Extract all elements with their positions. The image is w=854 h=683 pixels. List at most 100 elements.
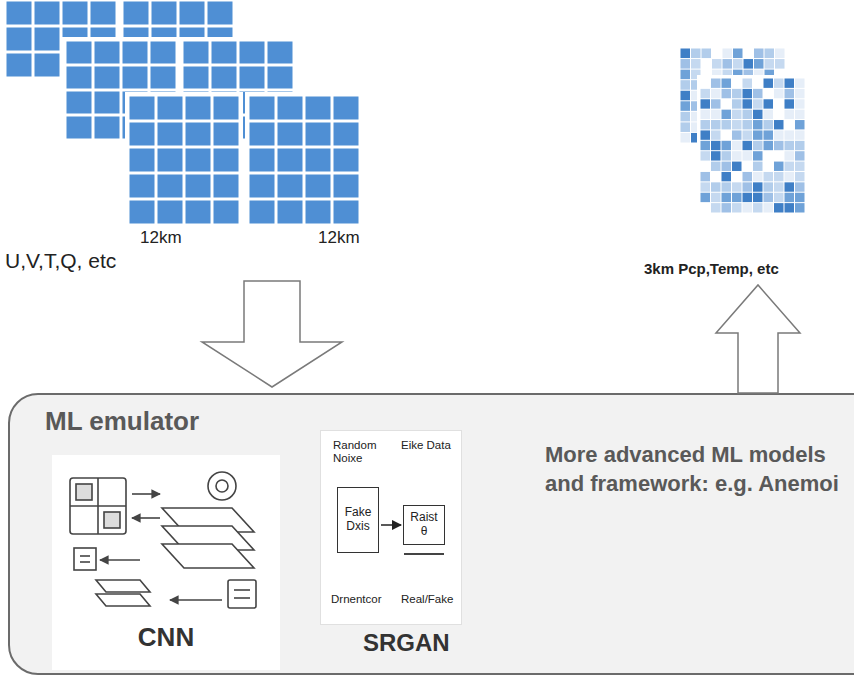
sketch-stroke (67, 42, 92, 64)
sketch-stroke (119, 0, 237, 81)
sketch-stroke (125, 92, 243, 228)
node-text: More advanced ML models and framework: e… (545, 441, 845, 498)
sketch-stroke (733, 49, 743, 59)
sketch-stroke (795, 172, 805, 181)
sketch-stroke (722, 162, 732, 171)
sketch-stroke (753, 99, 763, 108)
sketch-stroke (753, 162, 763, 171)
sketch-stroke (234, 589, 250, 591)
sketch-stroke (691, 122, 701, 132)
sketch-stroke (278, 175, 303, 198)
discriminator-bar (404, 553, 444, 555)
sketch-stroke (80, 555, 90, 557)
sketch-stroke (701, 203, 711, 212)
sketch-stroke (152, 54, 177, 77)
sketch-stroke (764, 141, 774, 150)
discriminator-box: Raist θ (403, 505, 445, 545)
sketch-stroke (743, 120, 753, 129)
sketch-stroke (785, 79, 795, 88)
sketch-stroke (701, 120, 711, 129)
sketch-stroke (158, 201, 183, 224)
sketch-stroke (212, 117, 237, 139)
sketch-stroke (753, 130, 763, 139)
sketch-stroke (208, 28, 233, 51)
sketch-stroke (7, 54, 32, 77)
sketch-stroke (691, 112, 701, 122)
sketch-stroke (132, 493, 160, 495)
sketch-stroke (67, 117, 92, 139)
sketch-stroke (278, 97, 303, 120)
sketch-stroke (701, 141, 711, 150)
sketch-stroke (123, 117, 148, 139)
sketch-stroke (711, 130, 721, 139)
sketch-stroke (268, 92, 293, 114)
sketch-stroke (754, 91, 764, 101)
sketch-stroke (795, 130, 805, 139)
sketch-stroke (158, 97, 183, 120)
sketch-stroke (123, 67, 148, 89)
sketch-stroke (774, 141, 784, 150)
sketch-stroke (744, 122, 754, 132)
sketch-stroke (123, 92, 148, 114)
node-label: 3km Pcp,Temp, etc (644, 260, 779, 277)
sketch-stroke (732, 79, 742, 88)
sketch-stroke (764, 203, 774, 212)
sketch-stroke (691, 133, 701, 143)
sketch-stroke (711, 162, 721, 171)
sketch-stroke (681, 59, 691, 69)
sketch-stroke (744, 70, 754, 80)
node-label: Fake Dxis (341, 506, 375, 534)
sketch-stroke (104, 512, 120, 528)
sketch-stroke (162, 544, 254, 568)
sketch-stroke (278, 201, 303, 224)
sketch-stroke (152, 2, 177, 25)
sketch-stroke (723, 133, 733, 143)
sketch-stroke (186, 175, 211, 198)
sketch-stroke (334, 123, 359, 146)
sketch-stroke (334, 175, 359, 198)
sketch-stroke (130, 175, 155, 198)
sketch-stroke (753, 120, 763, 129)
block-arrow (202, 281, 342, 387)
sketch-stroke (744, 133, 754, 143)
sketch-stroke (250, 97, 275, 120)
sketch-stroke (723, 70, 733, 80)
sketch-stroke (130, 149, 155, 172)
sketch-stroke (681, 49, 691, 59)
sketch-stroke (691, 70, 701, 80)
sketch-stroke (785, 182, 795, 191)
sketch-stroke (130, 97, 155, 120)
sketch-stroke (124, 2, 149, 25)
sketch-stroke (743, 99, 753, 108)
sketch-stroke (754, 112, 764, 122)
sketch-stroke (306, 201, 331, 224)
sketch-stroke (732, 130, 742, 139)
sketch-stroke (97, 478, 99, 534)
sketch-stroke (250, 201, 275, 224)
sketch-stroke (2, 0, 120, 81)
sketch-stroke (733, 101, 743, 111)
sketch-stroke (722, 120, 732, 129)
sketch-stroke (744, 49, 754, 59)
sketch-stroke (216, 480, 228, 492)
sketch-stroke (732, 203, 742, 212)
node-label: SRGAN (363, 629, 450, 657)
sketch-stroke (765, 59, 775, 69)
sketch-stroke (753, 79, 763, 88)
sketch-stroke (722, 151, 732, 160)
sketch-stroke (754, 101, 764, 111)
sketch-stroke (158, 175, 183, 198)
sketch-stroke (753, 203, 763, 212)
sketch-stroke (712, 122, 722, 132)
sketch-stroke (785, 172, 795, 181)
sketch-stroke (711, 151, 721, 160)
sketch-stroke (701, 182, 711, 191)
sketch-stroke (7, 2, 32, 25)
sketch-stroke (785, 120, 795, 129)
sketch-stroke (744, 91, 754, 101)
sketch-stroke (158, 123, 183, 146)
sketch-stroke (795, 79, 805, 88)
sketch-stroke (63, 28, 88, 51)
sketch-stroke (743, 79, 753, 88)
